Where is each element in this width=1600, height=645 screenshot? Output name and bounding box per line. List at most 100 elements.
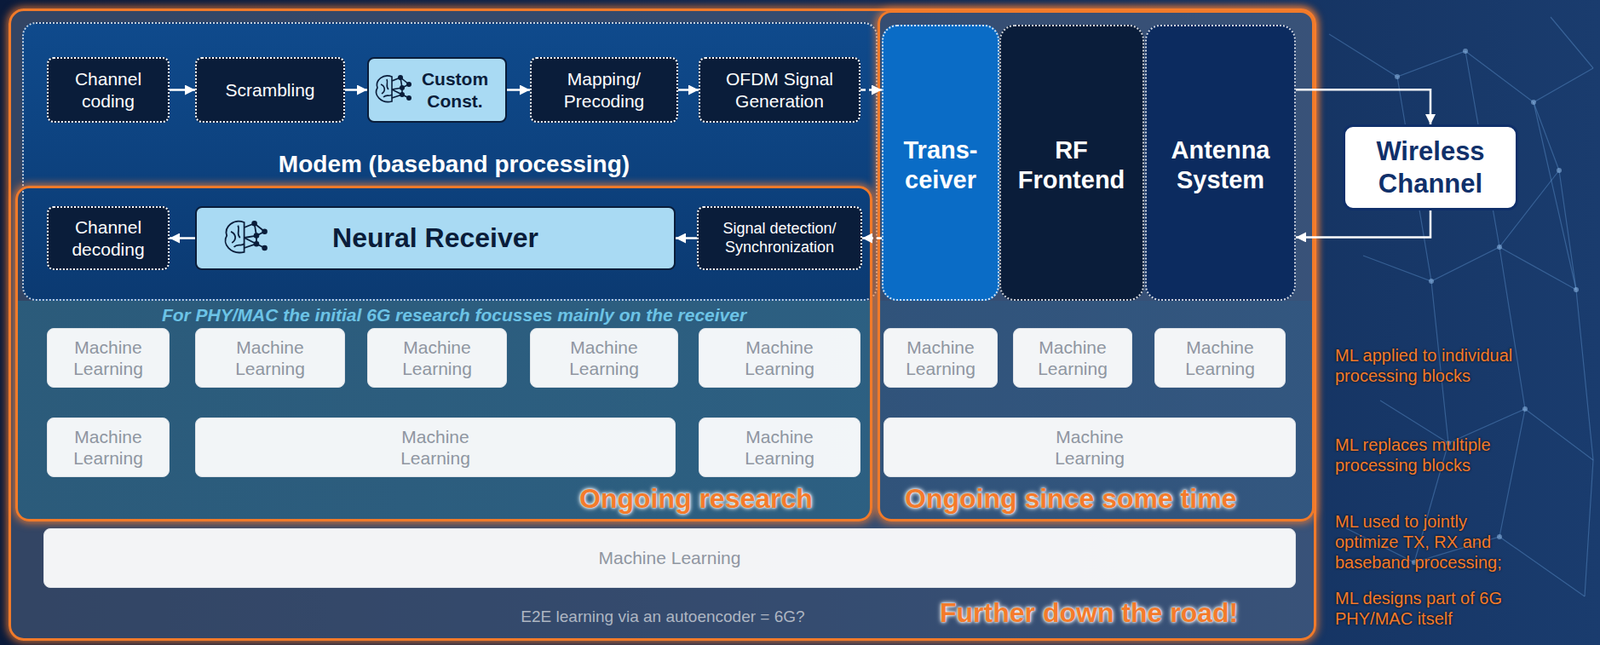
signal-arrow: [675, 236, 697, 240]
network-dot: [400, 92, 404, 97]
signal-arrow: [345, 88, 368, 92]
label-slot: ML designs part of 6G PHY/MAC itself: [1335, 587, 1531, 629]
box-label: OFDM Signal Generation: [714, 68, 845, 111]
group-heading: Ongoing since some time: [904, 482, 1237, 515]
signal-arrow: [506, 88, 530, 92]
box-label: Machine Learning: [736, 425, 823, 469]
box-label: Signal detection/ Synchronization: [705, 219, 854, 257]
network-dot: [1522, 406, 1528, 412]
network-dot: [262, 246, 267, 251]
box-label: Machine Learning: [65, 336, 151, 380]
network-dot: [1496, 534, 1503, 540]
box-label: Neural Receiver: [332, 221, 539, 254]
box-label: Antenna System: [1156, 135, 1285, 196]
network-lines: [391, 77, 409, 98]
ml-box: Machine Learning: [1012, 328, 1133, 388]
hardware-block: Trans- ceiver: [881, 24, 1000, 301]
ml-box: Machine Learning: [195, 417, 676, 478]
box-label: Machine Learning: [598, 546, 742, 569]
box-label: Machine Learning: [561, 336, 647, 380]
ml-box: Machine Learning: [698, 328, 861, 388]
ml-box: Machine Learning: [1154, 328, 1286, 388]
box-label: Machine Learning: [897, 336, 984, 380]
box-label: RF Frontend: [1007, 135, 1136, 196]
note-text: For PHY/MAC the initial 6G research focu…: [161, 304, 747, 326]
signal-arrow: [169, 88, 196, 92]
stage-annotation: ML designs part of 6G PHY/MAC itself: [1335, 587, 1531, 629]
group-heading: Further down the road!: [939, 596, 1238, 629]
network-dot: [400, 86, 404, 90]
ml-box: Machine Learning: [195, 328, 346, 388]
network-line: [1329, 34, 1594, 103]
box-label: Machine Learning: [1047, 425, 1133, 469]
box-label: Mapping/ Precoding: [556, 68, 652, 111]
ml-box: Machine Learning: [883, 328, 998, 388]
network-dot: [1496, 244, 1503, 250]
box-label: Machine Learning: [1177, 336, 1263, 380]
signal-arrow: [862, 236, 882, 240]
channel-box: Wireless Channel: [1342, 124, 1519, 211]
network-line: [1363, 247, 1577, 290]
signal-arrow: [678, 88, 699, 92]
network-dot: [407, 96, 411, 100]
label-slot: ML used to jointly optimize TX, RX and b…: [1335, 511, 1531, 573]
stage-annotation: ML used to jointly optimize TX, RX and b…: [1335, 511, 1531, 573]
signal-arrow: [860, 88, 882, 92]
signal-arrow: [1295, 89, 1431, 125]
network-dot: [1573, 287, 1579, 293]
signal-arrow: [1295, 210, 1431, 237]
brain-icon: [376, 75, 412, 103]
network-dot: [1394, 74, 1400, 80]
box-label: Machine Learning: [65, 425, 151, 469]
brain-icon: [225, 221, 267, 254]
box-label: Trans- ceiver: [888, 135, 993, 196]
process-box: Scrambling: [195, 57, 346, 123]
brain-outline: [376, 75, 392, 103]
group-heading: Modem (baseband processing): [278, 149, 630, 179]
ml-box: Machine Learning: [46, 328, 170, 388]
box-label: Machine Learning: [392, 425, 478, 469]
brain-folds: [230, 225, 245, 248]
box-label: Machine Learning: [1030, 336, 1116, 380]
group-heading: Ongoing research: [579, 482, 813, 515]
network-dot: [1462, 48, 1468, 54]
signal-arrow: [169, 236, 196, 240]
process-box: OFDM Signal Generation: [698, 57, 861, 123]
ml-box: Machine Learning: [46, 417, 170, 478]
network-dot: [262, 229, 267, 234]
box-label: Scrambling: [224, 79, 315, 101]
ml-box: Machine Learning: [529, 328, 679, 388]
brain-folds: [380, 79, 392, 98]
network-dot: [1556, 167, 1562, 173]
hardware-block: RF Frontend: [999, 24, 1145, 301]
network-dot: [398, 75, 403, 80]
label-slot: E2E learning via an autoencoder = 6G?: [520, 607, 805, 628]
label-slot: ML applied to individual processing bloc…: [1335, 345, 1531, 386]
box-label: Machine Learning: [736, 336, 823, 380]
process-box: Channel coding: [46, 57, 170, 123]
label-slot: ML replaces multiple processing blocks: [1335, 434, 1531, 476]
ml-box: Machine Learning: [367, 328, 507, 388]
box-label: Wireless Channel: [1358, 135, 1503, 199]
stage-annotation: ML replaces multiple processing blocks: [1335, 434, 1531, 476]
connector-group: [169, 89, 1431, 238]
box-label: Channel coding: [61, 68, 156, 111]
box-label: Machine Learning: [394, 336, 480, 380]
ml-box: Machine Learning: [698, 417, 861, 478]
note-text: E2E learning via an autoencoder = 6G?: [520, 607, 805, 628]
network-dot: [1530, 99, 1537, 105]
ml-box: Machine Learning: [883, 417, 1296, 478]
network-lines: [1329, 17, 1594, 597]
network-dot: [254, 233, 259, 238]
hardware-block: Antenna System: [1145, 24, 1296, 301]
network-dot: [407, 82, 411, 87]
stage-annotation: ML applied to individual processing bloc…: [1335, 345, 1531, 386]
ml-process-box: Custom Const.: [367, 57, 507, 123]
research-frame: Ongoing since some time Trans- ceiverRF F…: [877, 10, 1315, 522]
network-dot: [254, 241, 259, 247]
brain-outline: [225, 221, 245, 254]
network-lines: [244, 223, 265, 248]
box-label: Custom Const.: [415, 68, 495, 111]
box-label: Machine Learning: [227, 336, 313, 380]
